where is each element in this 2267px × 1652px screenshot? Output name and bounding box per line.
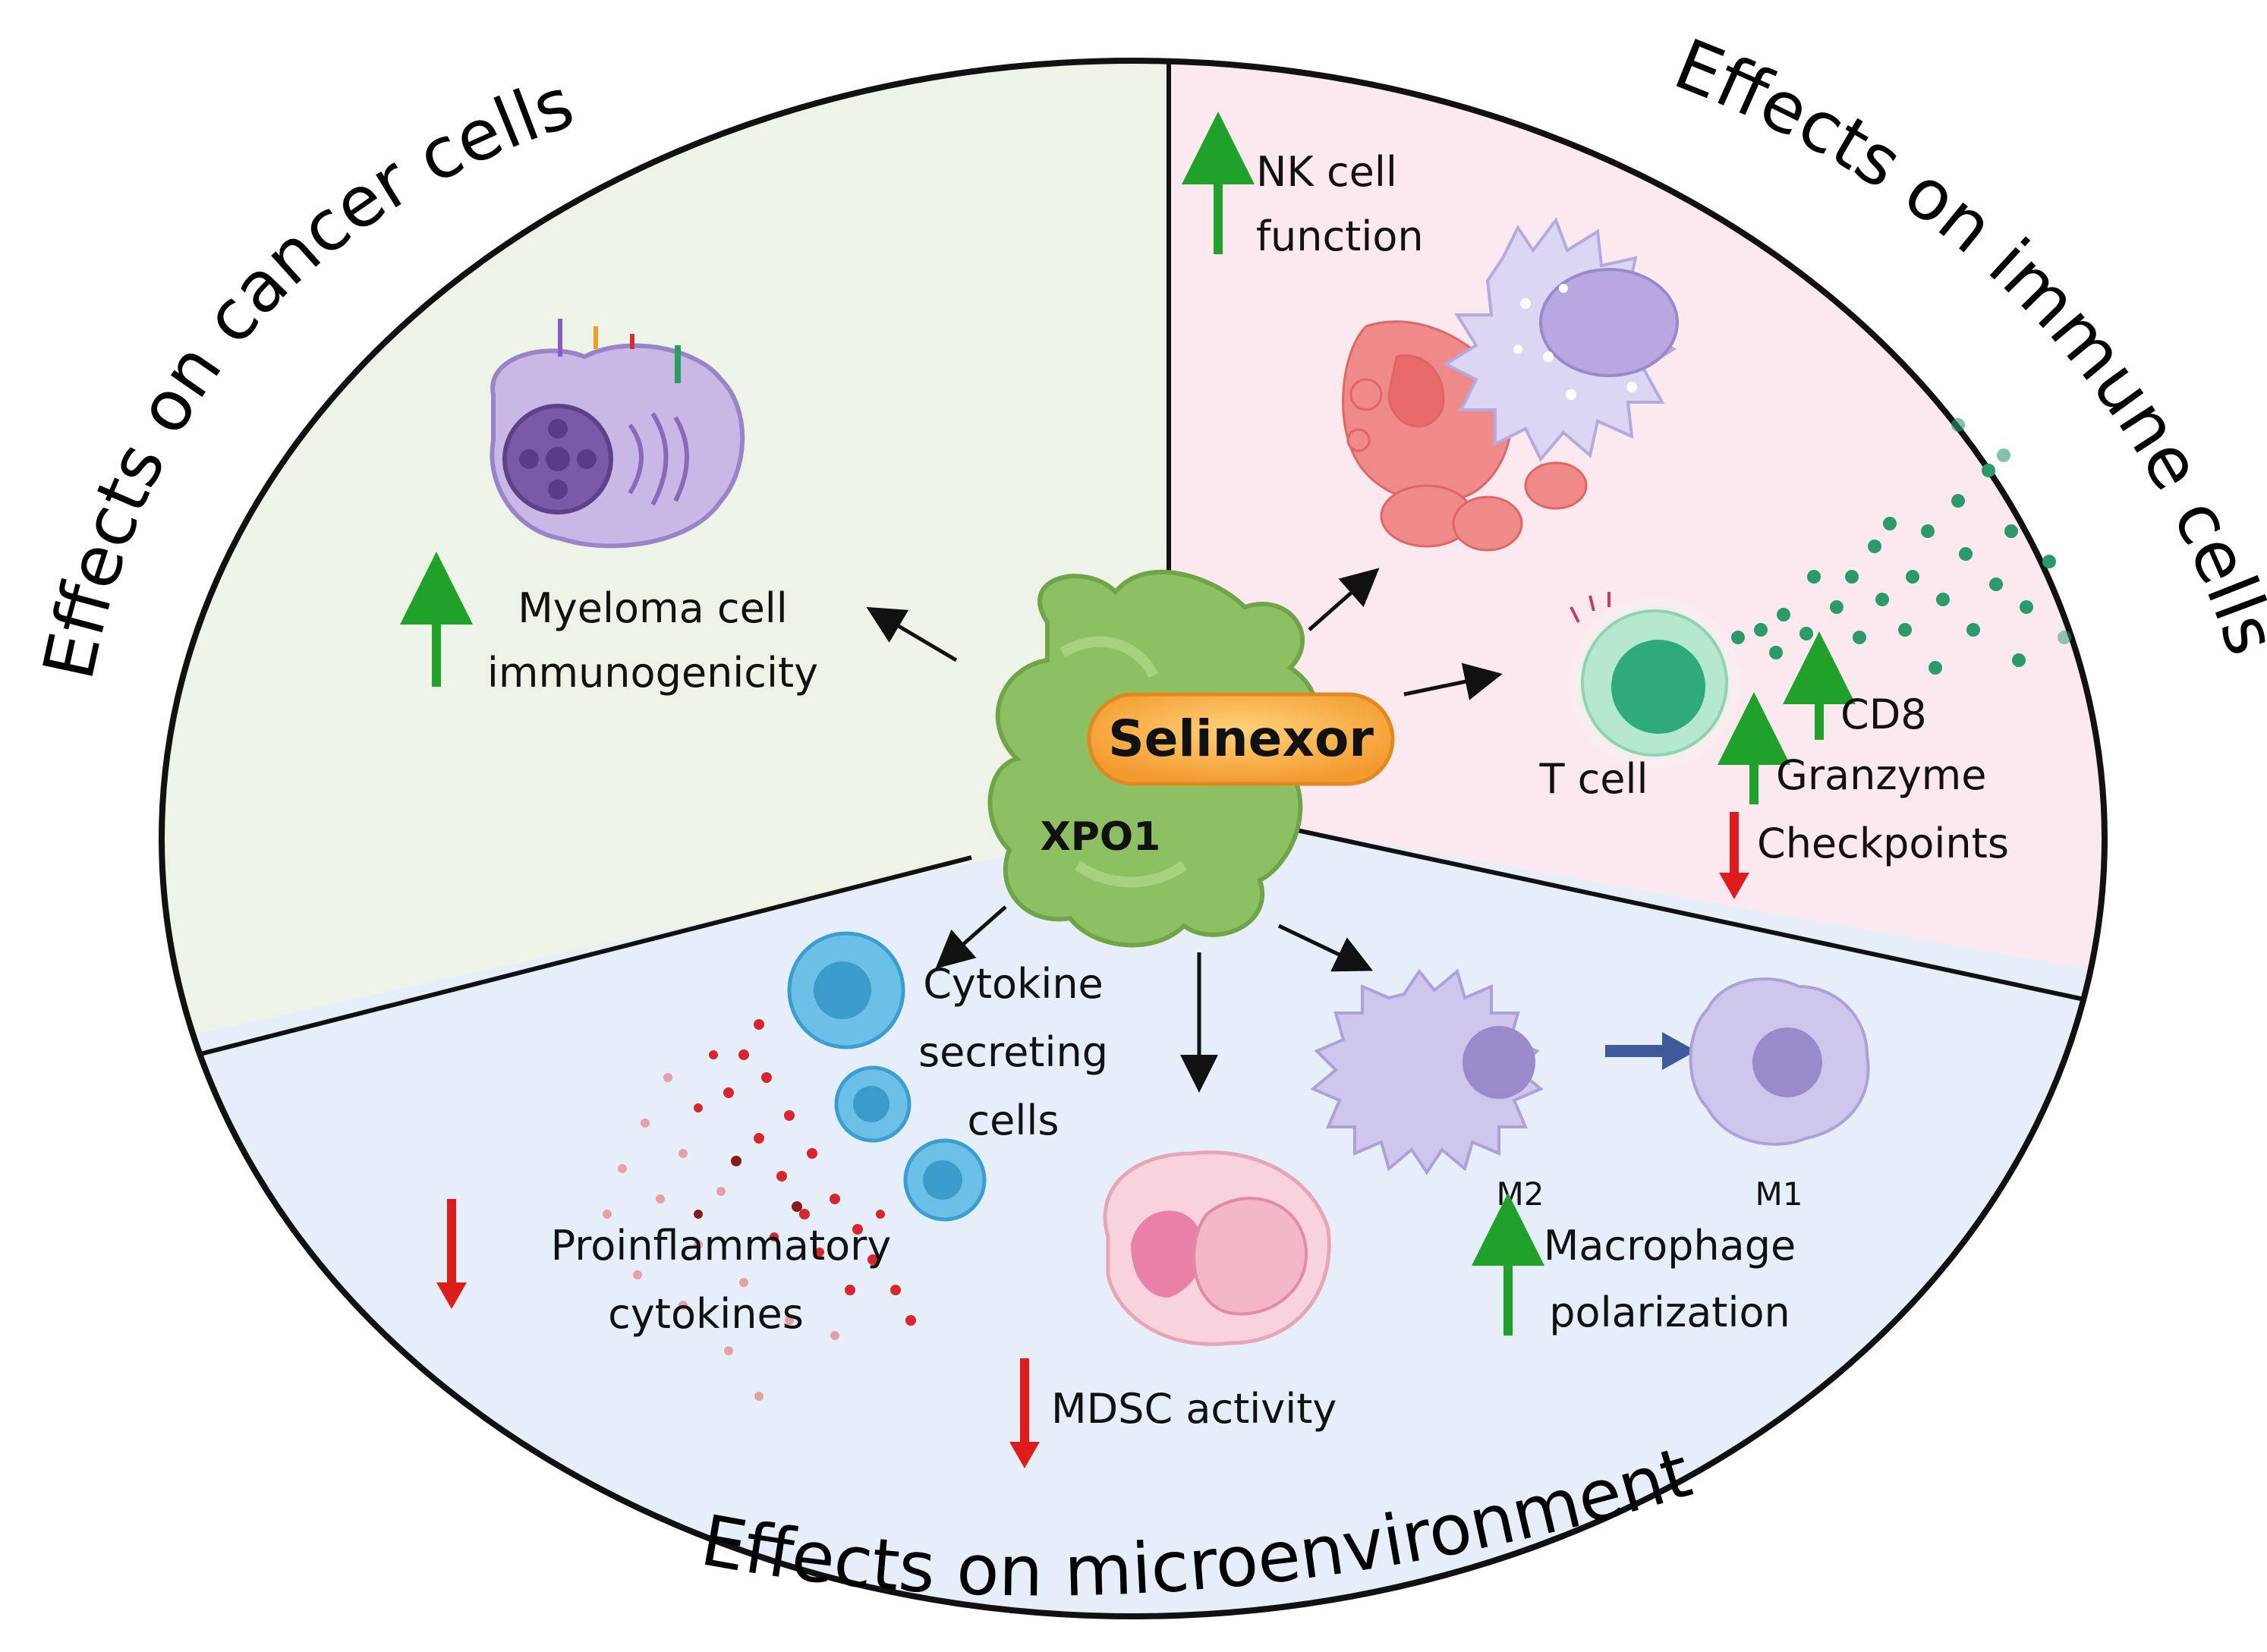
t-cell [1567,592,1742,770]
macrophage-m1 [1689,977,1870,1146]
m2-label: M2 [1497,1175,1544,1213]
macrophage-m2 [1310,968,1544,1175]
nk-cell [1442,216,1679,462]
macro-label-1: Macrophage [1544,1222,1796,1270]
nk-target-debris [1342,320,1588,552]
nk-label-1: NK cell [1256,148,1397,196]
divider-left [197,855,972,1057]
selinexor-pill: Selinexor [1087,692,1395,786]
proinfl-label-1: Proinflammatory [551,1222,892,1270]
proinflammatory-down-arrow [436,1199,467,1309]
proinflammatory-dots [603,1019,916,1401]
checkpoints-label: Checkpoints [1757,820,2009,867]
cytokine-label-2: secreting [918,1028,1108,1076]
mdsc-down-arrow [1009,1358,1040,1468]
macrophage-transition-arrow [1605,1032,1696,1070]
divider-right [1282,825,2095,1004]
granzyme-label: Granzyme [1776,751,1987,799]
arrow-to-cytokine-cells [935,905,1007,969]
arrow-to-myeloma [866,606,958,662]
cytokine-label-1: Cytokine [923,960,1104,1008]
checkpoints-down-arrow [1719,812,1749,899]
myeloma-cell [490,319,745,549]
arrow-to-macrophage [1277,924,1374,972]
macro-label-2: polarization [1549,1289,1790,1336]
myeloma-label-2: immunogenicity [487,649,818,697]
proinfl-label-2: cytokines [608,1290,804,1338]
myeloma-label-1: Myeloma cell [518,584,788,632]
cytokine-secreting-cells [787,931,987,1222]
granzyme-dots [1731,418,2071,675]
xpo1-label: XPO1 [1041,814,1161,860]
m1-label: M1 [1755,1175,1803,1213]
arrow-to-tcell [1403,662,1503,700]
mdsc-cell [1103,1150,1331,1346]
center-arrows [866,568,1503,1093]
cd8-label: CD8 [1840,691,1927,738]
mdsc-label: MDSC activity [1051,1385,1337,1433]
outer-oval [159,58,2108,1619]
selinexor-label: Selinexor [1108,710,1374,768]
cytokine-label-3: cells [967,1097,1059,1144]
arrow-to-nk [1308,568,1380,631]
tcell-label: T cell [1538,755,1648,803]
nk-label-2: function [1256,212,1424,260]
